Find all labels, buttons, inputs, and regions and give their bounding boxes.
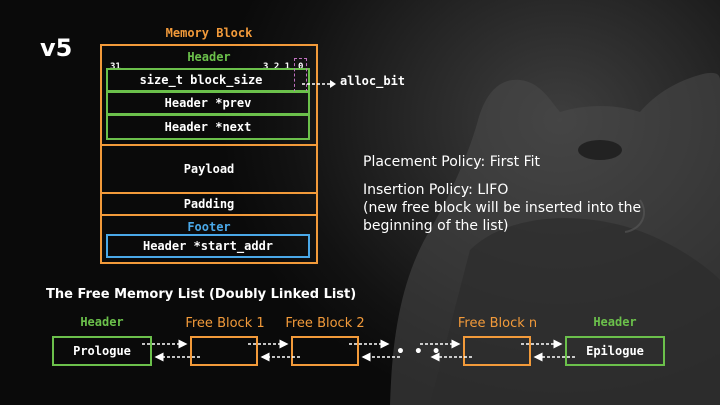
insertion-policy: Insertion Policy: LIFO [363, 182, 509, 198]
free-block-2-label: Free Block 2 [285, 316, 365, 331]
prev-label: Header *prev [164, 96, 252, 110]
bit-321-label: 3 2 1 [263, 62, 291, 72]
version-label: v5 [40, 34, 73, 62]
prologue-header-label: Header [80, 315, 124, 329]
link-arrows [142, 339, 575, 362]
next-field [106, 114, 310, 140]
next-label: Header *next [164, 120, 252, 134]
alloc-bit-label: alloc_bit [340, 74, 406, 88]
bit-0-label: 0 [298, 62, 304, 72]
prologue-label: Prologue [73, 344, 131, 358]
insertion-note-line2: beginning of the list) [363, 218, 509, 234]
insertion-note-line1: (new free block will be inserted into th… [363, 200, 642, 216]
bit-31-label: 31 [110, 62, 121, 72]
free-block-n-box [463, 336, 531, 366]
memory-block-title: Memory Block [165, 26, 253, 40]
payload-label: Payload [183, 162, 235, 176]
prologue-box [52, 336, 152, 366]
epilogue-label: Epilogue [586, 344, 644, 358]
free-block-n-label: Free Block n [457, 316, 538, 331]
block-size-label: size_t block_size [139, 73, 263, 87]
alloc-bit-arrow [302, 80, 336, 88]
free-block-1-box [190, 336, 258, 366]
free-block-1-label: Free Block 1 [185, 316, 265, 331]
start-addr-field [106, 234, 310, 258]
free-block-2-box [291, 336, 359, 366]
placement-policy: Placement Policy: First Fit [363, 154, 541, 170]
list-ellipsis: • • • [396, 344, 443, 360]
padding-label: Padding [183, 197, 235, 211]
free-list-title: The Free Memory List (Doubly Linked List… [46, 287, 357, 302]
footer-label: Footer [187, 220, 231, 234]
epilogue-box [565, 336, 665, 366]
header-label: Header [187, 50, 231, 64]
footer-box [100, 214, 318, 264]
start-addr-label: Header *start_addr [142, 239, 274, 253]
epilogue-header-label: Header [593, 315, 637, 329]
